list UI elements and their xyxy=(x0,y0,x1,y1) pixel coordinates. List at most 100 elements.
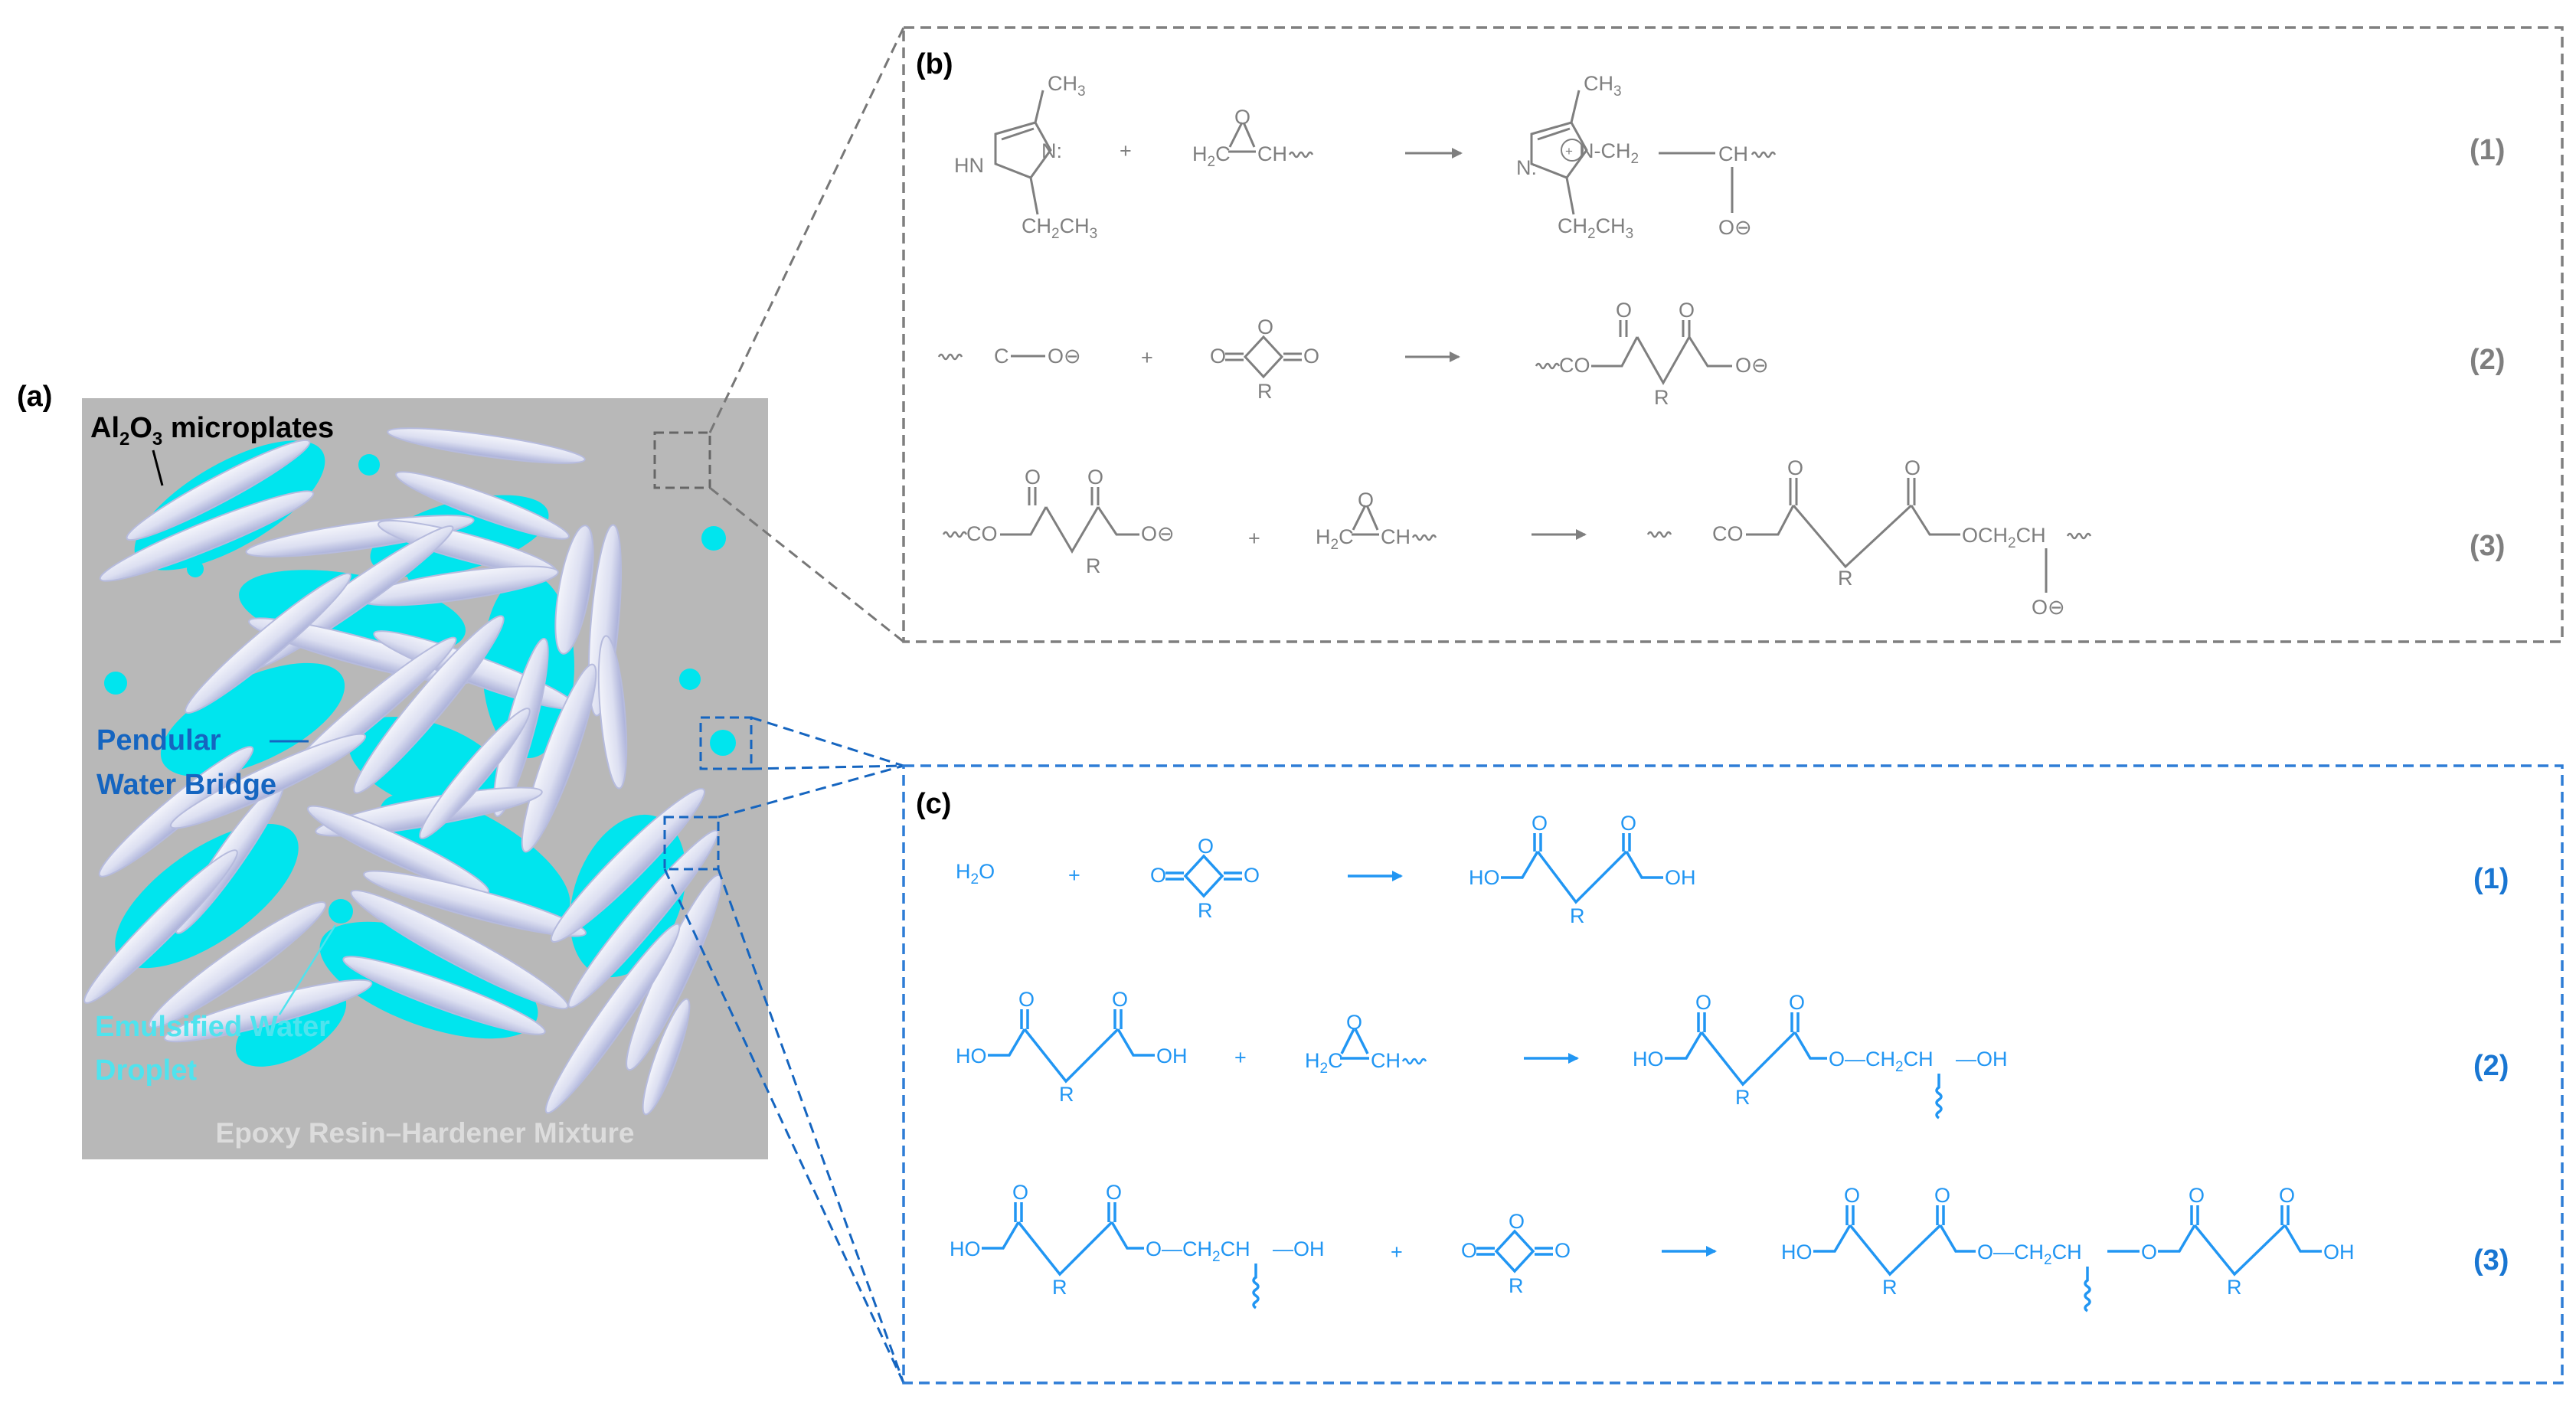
panel-b-eq3: CO O R O O⊖ + H2C O CH CO O R O OCH2CH O… xyxy=(942,456,2505,619)
c3-plus: + xyxy=(1391,1241,1403,1264)
c2-r: R xyxy=(1059,1083,1074,1106)
c1-anh-r: R xyxy=(1198,899,1213,922)
panel-c-eq3: HO O R O O—CH2CH —OH + O O R O HO O R O … xyxy=(950,1181,2509,1313)
c3-prod-o5: O xyxy=(2279,1184,2295,1207)
c1-anh-o-top: O xyxy=(1198,835,1214,858)
c3-prod-r1: R xyxy=(1882,1276,1898,1299)
c3-anh-o-left: O xyxy=(1461,1239,1477,1262)
c3-prod-o3: O xyxy=(2141,1241,2157,1264)
panel-c-eq2: HO O R O OH + H2C O CH HO O R O O—CH2CH … xyxy=(956,988,2509,1120)
b3-oxide: O⊖ xyxy=(1141,522,1175,545)
b1-ch3: CH3 xyxy=(1048,72,1086,100)
c-eq-number-3: (3) xyxy=(2473,1244,2509,1277)
b3-plus: + xyxy=(1248,527,1260,550)
c2-ch: CH xyxy=(1371,1049,1401,1072)
b1-h2c: H2C xyxy=(1192,142,1231,170)
c3-o2: O xyxy=(1106,1181,1122,1204)
c2-oh: OH xyxy=(1156,1044,1188,1067)
panel-a: (a) xyxy=(17,381,768,1159)
b1-plus-1: + xyxy=(1120,139,1132,162)
b2-prod-co: CO xyxy=(1559,354,1590,377)
c3-anh-r: R xyxy=(1509,1274,1524,1297)
panel-b-label: (b) xyxy=(916,48,953,80)
pendular-bridge-label-line1: Pendular xyxy=(96,724,221,757)
panel-c-eq1: H2O + O O R O HO O R O OH (1) xyxy=(956,812,2509,927)
b2-prod-oxide: O⊖ xyxy=(1735,354,1769,377)
b3-h2c: H2C xyxy=(1316,525,1354,553)
c2-o-epox: O xyxy=(1346,1011,1362,1034)
b2-anh-o-top: O xyxy=(1257,315,1273,338)
microplates-pointer xyxy=(152,450,164,486)
c3-prod-o1: O xyxy=(1844,1184,1860,1207)
b2-prod-r: R xyxy=(1654,386,1669,409)
b2-prod-o1: O xyxy=(1616,299,1632,322)
c2-o2: O xyxy=(1112,988,1128,1011)
b2-anh-r: R xyxy=(1257,380,1273,403)
c3-prod-och2ch: O—CH2CH xyxy=(1977,1241,2082,1268)
c1-prod-o1: O xyxy=(1532,812,1548,835)
b3-o-epox: O xyxy=(1358,489,1374,512)
b-eq-number-3: (3) xyxy=(2470,530,2505,562)
c2-prod-o2: O xyxy=(1789,991,1805,1014)
b3-prod-o1: O xyxy=(1787,456,1803,479)
c2-prod-o1: O xyxy=(1695,991,1711,1014)
b3-prod-co: CO xyxy=(1712,522,1744,545)
c3-prod-o2: O xyxy=(1934,1184,1950,1207)
c3-r: R xyxy=(1052,1276,1067,1299)
c3-anh-o-right: O xyxy=(1554,1239,1571,1262)
pendular-bridge-label-line2: Water Bridge xyxy=(96,769,276,801)
b2-anh-o-right: O xyxy=(1303,345,1319,368)
panel-b-frame xyxy=(902,26,2564,643)
b1-ch2ch3: CH2CH3 xyxy=(1022,214,1097,242)
b3-prod-o2: O xyxy=(1904,456,1921,479)
c2-plus: + xyxy=(1234,1046,1247,1069)
b2-plus: + xyxy=(1141,346,1153,369)
mixture-label: Epoxy Resin–Hardener Mixture xyxy=(216,1117,635,1149)
b3-r: R xyxy=(1086,554,1101,577)
panel-c: (c) H2O + O O R O HO O R O OH (1) HO O R xyxy=(902,764,2564,1384)
c2-ho: HO xyxy=(956,1044,987,1067)
b3-ch: CH xyxy=(1381,525,1411,548)
panel-a-label: (a) xyxy=(17,381,52,413)
emulsified-droplet-label-line2: Droplet xyxy=(95,1054,197,1087)
b3-o2: O xyxy=(1087,466,1103,489)
b2-c: C xyxy=(994,345,1009,368)
c3-anh-o-top: O xyxy=(1509,1210,1525,1233)
b1-prod-n: N: xyxy=(1516,156,1537,179)
b2-oxide: O⊖ xyxy=(1048,345,1081,368)
c3-prod-ho: HO xyxy=(1781,1241,1813,1264)
b3-o1: O xyxy=(1025,466,1041,489)
c2-o1: O xyxy=(1018,988,1035,1011)
c3-ho: HO xyxy=(950,1237,981,1260)
b3-prod-r: R xyxy=(1838,567,1853,590)
b3-prod-och2ch: OCH2CH xyxy=(1962,524,2046,551)
c2-prod-och2ch: O—CH2CH xyxy=(1829,1048,1934,1075)
c3-oh: —OH xyxy=(1273,1237,1325,1260)
zoom-box-c-lower xyxy=(663,816,720,871)
zoom-box-b xyxy=(653,431,711,489)
b1-prod-ch2ch3: CH2CH3 xyxy=(1558,214,1633,242)
b1-o: O xyxy=(1234,106,1250,129)
b1-prod-nch2: N-CH2 xyxy=(1579,139,1639,167)
microplates-label: Al2O3 microplates xyxy=(90,412,334,450)
c1-prod-ho: HO xyxy=(1469,866,1500,889)
b2-anh-o-left: O xyxy=(1210,345,1226,368)
microplates xyxy=(83,427,722,1116)
b2-prod-o2: O xyxy=(1679,299,1695,322)
c2-prod-r: R xyxy=(1735,1086,1751,1109)
zoom-box-c-upper xyxy=(699,716,753,770)
panel-b-eq2: C O⊖ + O O R O CO O R O O⊖ (2) xyxy=(937,299,2505,409)
c3-prod-oh: OH xyxy=(2323,1241,2355,1264)
c-eq-number-2: (2) xyxy=(2473,1050,2509,1082)
b3-co: CO xyxy=(966,522,998,545)
c1-h2o: H2O xyxy=(956,860,995,888)
panel-c-label: (c) xyxy=(916,788,951,820)
c1-prod-oh: OH xyxy=(1665,866,1696,889)
emulsified-droplet-label-line1: Emulsified Water xyxy=(95,1011,330,1043)
c1-prod-o2: O xyxy=(1620,812,1636,835)
b1-prod-oxide: O⊖ xyxy=(1718,216,1752,239)
panel-b-eq1: CH3 HN N: CH2CH3 + H2C O CH + CH3 N: N-C… xyxy=(954,72,2505,242)
panel-b: (b) CH3 HN N: CH2CH3 + H2C O CH xyxy=(902,26,2564,643)
c1-anh-o-left: O xyxy=(1150,864,1166,887)
